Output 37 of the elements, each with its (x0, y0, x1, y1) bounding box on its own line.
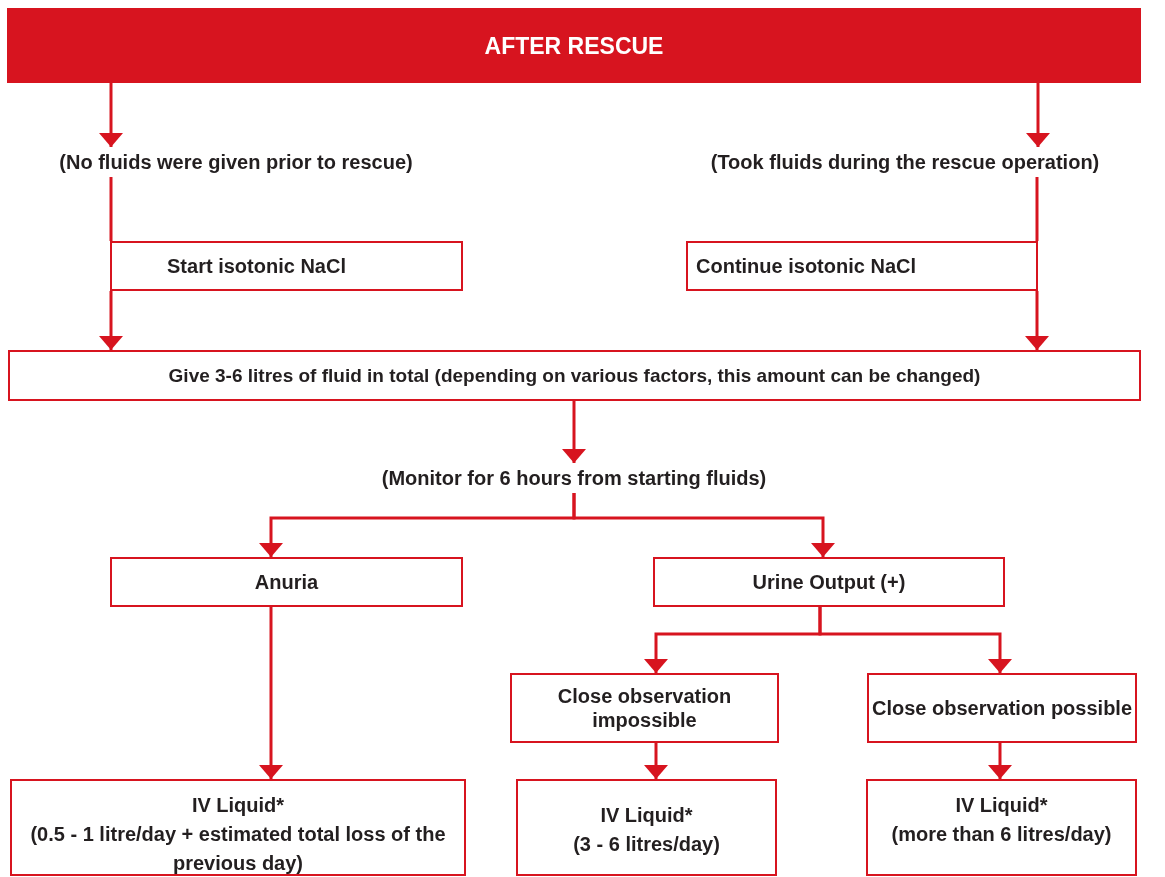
arrow (818, 607, 1012, 673)
process-box (866, 779, 1137, 876)
arrow (99, 83, 123, 147)
arrow (99, 291, 123, 350)
arrow (572, 493, 835, 557)
box-text: Urine Output (+) (752, 570, 906, 594)
box-heading: IV Liquid* (955, 793, 1048, 818)
connector-line (109, 177, 113, 241)
arrow (1025, 291, 1049, 350)
process-box (686, 241, 1038, 291)
process-box (867, 673, 1137, 743)
box-text: (more than 6 litres/day) (891, 822, 1112, 847)
process-box (8, 350, 1141, 401)
box-text: Anuria (254, 570, 319, 594)
arrow (1026, 83, 1050, 147)
box-text: (0.5 - 1 litre/day + estimated total loss of the previous day) (29, 822, 447, 876)
arrow (988, 743, 1012, 779)
box-text: Close observation impossible (556, 684, 733, 732)
process-box (510, 673, 779, 743)
process-box (653, 557, 1005, 607)
box-text: Continue isotonic NaCl (696, 254, 916, 278)
process-box (110, 241, 463, 291)
process-box (110, 557, 463, 607)
arrow (259, 607, 283, 779)
box-heading: IV Liquid* (191, 793, 285, 818)
connector-line (1035, 177, 1039, 241)
box-heading: IV Liquid* (600, 803, 693, 828)
header-banner (7, 8, 1141, 83)
arrow (644, 743, 668, 779)
process-box (10, 779, 466, 876)
box-text: Give 3-6 litres of fluid in total (depending on various factors, this amount can be changed) (168, 363, 981, 388)
process-box (516, 779, 777, 876)
box-text: (3 - 6 litres/day) (573, 832, 720, 857)
box-text: Close observation possible (871, 696, 1133, 720)
banner-title: AFTER RESCUE (484, 33, 664, 58)
arrow (562, 401, 586, 463)
box-text: Start isotonic NaCl (167, 254, 346, 278)
